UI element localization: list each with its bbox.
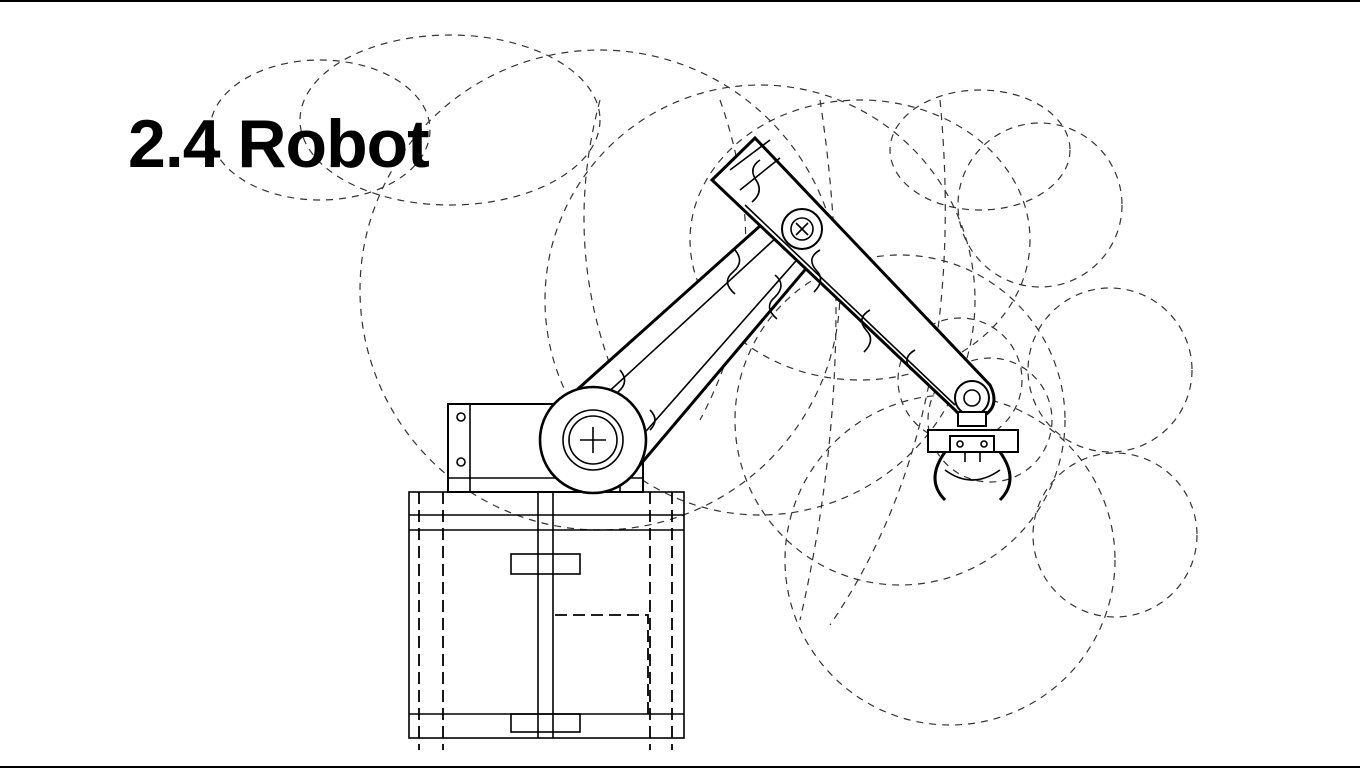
wrist-joint	[954, 380, 990, 427]
bottom-border-line	[0, 766, 1360, 768]
gripper	[927, 429, 1019, 502]
shoulder-joint	[538, 385, 648, 495]
slide-title: 2.4 Robot	[128, 106, 430, 182]
base-cabinet	[408, 491, 685, 750]
elbow-joint	[781, 208, 823, 250]
top-border-line	[0, 0, 1360, 2]
